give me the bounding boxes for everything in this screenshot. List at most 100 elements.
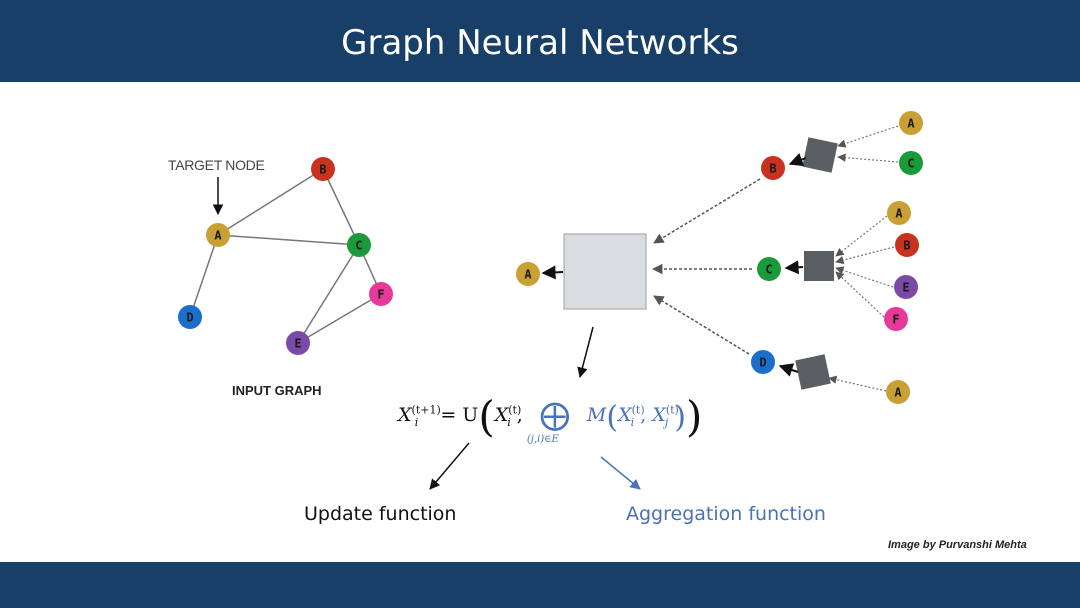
tree-root-node[interactable]: A [516,262,540,286]
update-function-label: Update function [304,503,457,525]
svg-text:D: D [186,311,193,325]
tree-level1-node-b[interactable]: B [761,156,785,180]
tree-level2-node-c-b[interactable]: B [895,233,919,257]
aggregator-box-b [802,137,838,173]
arrow-root-output [541,265,564,280]
tree-level1-node-d[interactable]: D [751,350,775,374]
tree-level2-node-d-a[interactable]: A [886,380,910,404]
edge-l2-d-a [828,375,887,392]
edge-l1-b [653,178,761,244]
oplus-symbol: ⨁ [539,398,570,433]
aggregator-box-d [795,354,831,390]
target-node-label: TARGET NODE [168,157,265,173]
formula-m: M [586,404,607,426]
svg-text:C: C [907,157,914,171]
arrow-agg-b [788,153,807,167]
tree-level2-node-c-f[interactable]: F [884,307,908,331]
header-bar [0,0,1080,82]
svg-text:E: E [294,337,301,351]
tree-nodes: A B C D A C A B [516,111,923,404]
arrow-to-formula [577,326,594,379]
formula-i2: i [507,415,511,429]
image-credit: Image by Purvanshi Mehta [888,539,1027,551]
edge-l2-b-c [837,153,899,163]
svg-text:A: A [894,386,902,400]
formula-i3: i [630,415,635,429]
formula-t3: (t) [631,403,645,417]
slide-title: Graph Neural Networks [341,23,739,63]
edge-l1-d [653,295,750,355]
gnn-diagram: A B C D E F [178,111,923,490]
aggregation-function-label: Aggregation function [626,503,826,525]
edge-a-d [189,234,219,318]
formula-oplus-group: ⨁(j,i)∈E [527,398,581,445]
edge-c-e [297,244,360,344]
aggregator-to-level1-arrows [778,153,807,377]
input-graph-caption: INPUT GRAPH [232,383,322,398]
formula-t: (t) [508,403,522,417]
formula-rparen: ) [685,392,703,441]
formula-t-plus-1: (t+1) [411,403,441,417]
graph-node-a[interactable]: A [206,223,230,247]
formula-subscript: (j,i)∈E [526,434,559,445]
formula-m-lparen: ( [606,400,619,435]
svg-text:B: B [903,239,910,253]
arrow-agg-c [784,260,804,275]
update-formula: X(t+1)i = U(X(t)i, ⨁(j,i)∈E M(X(t)i, X(t… [398,392,703,445]
graph-node-e[interactable]: E [286,331,310,355]
svg-text:C: C [765,263,772,277]
aggregator-box-root [563,233,647,310]
formula-eq-u: = U [440,404,479,426]
tree-level2-node-b-c[interactable]: C [899,151,923,175]
edge-e-f [297,293,382,344]
formula-i: i [414,415,419,429]
formula-t4: (t) [665,403,679,417]
aggregator-box-c [804,251,834,281]
edge-l2-c-b [835,246,895,265]
svg-text:F: F [377,288,384,302]
arrow-to-update [429,442,470,490]
input-graph-nodes: A B C D E F [178,157,393,355]
formula-x: X [398,404,412,426]
formula-lparen: ( [478,392,495,441]
svg-text:D: D [759,356,766,370]
edge-l2-c-f [835,271,885,318]
formula-j: j [664,415,669,429]
small-aggregators [795,137,838,390]
tree-level2-node-c-a[interactable]: A [887,201,911,225]
graph-node-b[interactable]: B [311,157,335,181]
formula-x4: X [652,404,666,426]
footer-bar [0,562,1080,608]
svg-text:A: A [524,268,532,282]
arrow-agg-d [778,363,799,377]
graph-node-f[interactable]: F [369,282,393,306]
level2-edges [828,125,899,392]
svg-text:A: A [895,207,903,221]
svg-text:A: A [907,117,915,131]
formula-x3: X [618,404,632,426]
tree-level2-node-c-e[interactable]: E [894,275,918,299]
edge-a-b [217,168,324,236]
tree-level2-node-b-a[interactable]: A [899,111,923,135]
edge-a-c [217,234,360,246]
svg-text:E: E [902,281,909,295]
formula-comma2: , [640,404,647,426]
formula-x2: X [494,404,509,426]
level1-edges [651,178,761,355]
graph-node-c[interactable]: C [347,233,371,257]
edge-l2-c-a [835,215,888,257]
arrow-to-aggregation [600,456,641,490]
formula-m-rparen: ) [674,400,686,435]
edge-l2-b-a [837,125,899,148]
edge-l2-c-e [835,266,894,288]
svg-text:C: C [355,239,362,253]
svg-text:B: B [769,162,776,176]
svg-text:B: B [319,163,326,177]
input-graph-edges [189,168,382,344]
formula-comma: , [516,404,523,426]
edge-b-c [322,168,360,246]
tree-level1-node-c[interactable]: C [757,257,781,281]
svg-text:A: A [214,229,222,243]
svg-text:F: F [892,313,899,327]
graph-node-d[interactable]: D [178,305,202,329]
